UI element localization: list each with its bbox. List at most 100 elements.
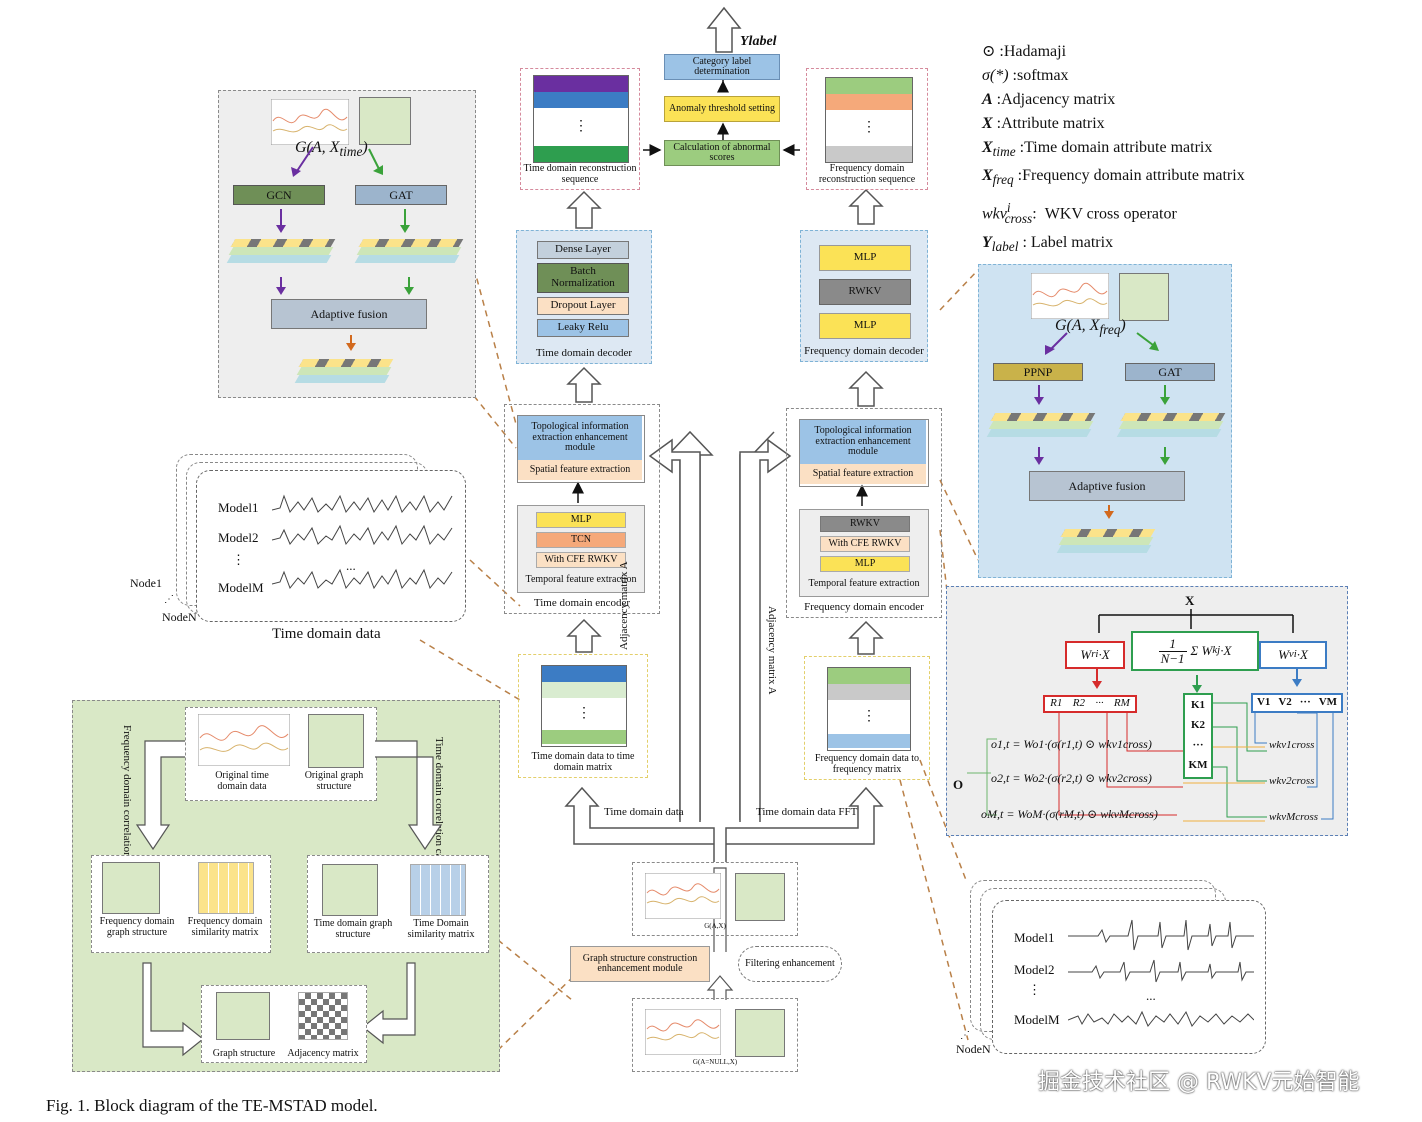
output-graph-thumb bbox=[216, 992, 270, 1040]
freq-spatial-signal bbox=[1031, 273, 1109, 319]
time-spatial-graph bbox=[359, 97, 411, 145]
freq-temporal-box: RWKV With CFE RWKV MLP Temporal feature … bbox=[799, 509, 929, 597]
anomaly-threshold-text: Anomaly threshold setting bbox=[668, 102, 776, 114]
freq-input-label: Frequency domain data to frequency matri… bbox=[814, 753, 920, 775]
freq-topo-module: Topological information extraction enhan… bbox=[800, 420, 926, 464]
gax-graph-thumb bbox=[735, 873, 785, 921]
legend-hadamard: ⊙ :Hadamaji bbox=[982, 40, 1302, 64]
time-model-m: ModelM bbox=[218, 580, 264, 595]
freq-temporal-label: Temporal feature extraction bbox=[808, 578, 920, 589]
time-decoder-label: Time domain decoder bbox=[535, 347, 633, 359]
adjacency-label-right: Adjacency matrix A bbox=[766, 606, 778, 695]
freq-data-arrow-label: Time domain data FFT bbox=[756, 806, 858, 818]
legend-symbol: ⊙ bbox=[982, 43, 996, 60]
original-time-label: Original time domain data bbox=[215, 770, 269, 792]
time-encoder-label: Time domain encoder bbox=[533, 597, 631, 609]
legend-softmax: σ(*) :softmax bbox=[982, 64, 1302, 88]
freq-spatial-graph bbox=[1119, 273, 1169, 321]
freq-node-n: NodeN bbox=[956, 1042, 991, 1056]
time-model-2: Model2 bbox=[218, 530, 259, 545]
legend-time-attr: Xtime :Time domain attribute matrix bbox=[982, 139, 1213, 160]
time-domain-data-panel: Model1 Model2 ⋮ ModelM ... Node1 ⋰ NodeN… bbox=[130, 454, 466, 650]
legend-symbol: A bbox=[982, 91, 993, 108]
v-item: ··· bbox=[1299, 696, 1311, 709]
time-enc-mlp: MLP bbox=[536, 512, 626, 528]
freq-node-dots: ⋰ bbox=[960, 1030, 970, 1041]
ppnp-box: PPNP bbox=[993, 363, 1083, 381]
legend-symbol: X bbox=[982, 115, 993, 132]
legend-text: :Time domain attribute matrix bbox=[1019, 139, 1213, 156]
r-item: RM bbox=[1113, 697, 1130, 710]
freq-dec-rwkv: RWKV bbox=[819, 279, 911, 305]
wkv-item-1: wkv1cross bbox=[1269, 739, 1315, 751]
output-eq-m: oM,t = WoM·(σ(rM,t) ⊙ wkvMcross) bbox=[981, 807, 1158, 821]
freq-sim-label: Frequency domain similarity matrix bbox=[187, 916, 263, 938]
output-adj-label: Adjacency matrix bbox=[287, 1048, 359, 1059]
time-recon-label: Time domain reconstruction sequence bbox=[523, 163, 637, 185]
original-graph-label: Original graph structure bbox=[304, 770, 364, 792]
freq-spatial-arrows bbox=[1034, 332, 1170, 519]
time-enc-cfe-rwkv: With CFE RWKV bbox=[536, 552, 626, 568]
adjacency-label-left: Adjacency matrix A bbox=[618, 561, 630, 650]
time-adaptive-fusion: Adaptive fusion bbox=[271, 299, 427, 329]
ganull-signal-thumb bbox=[645, 1009, 721, 1055]
ganull-panel: G(A=NULL,X) bbox=[632, 998, 798, 1072]
output-graph-label: Graph structure bbox=[212, 1048, 276, 1059]
time-graph-thumb bbox=[322, 864, 378, 916]
k-item: KM bbox=[1188, 759, 1208, 771]
gax-panel: G(A,X) bbox=[632, 862, 798, 936]
time-sim-label: Time Domain similarity matrix bbox=[407, 918, 475, 940]
freq-encoder-label: Frequency domain encoder bbox=[804, 601, 924, 613]
figure-caption: Fig. 1. Block diagram of the TE-MSTAD mo… bbox=[46, 1096, 378, 1115]
hollow-arrow-time-2 bbox=[566, 366, 602, 403]
output-eq-2: o2,t = Wo2·(σ(r2,t) ⊙ wkv2cross) bbox=[991, 771, 1152, 785]
dense-layer: Dense Layer bbox=[537, 241, 629, 259]
freq-graph-label: Frequency domain graph structure bbox=[99, 916, 175, 938]
graph-construction-arrows bbox=[135, 740, 443, 1057]
freq-decoder-label: Frequency domain decoder bbox=[804, 345, 924, 357]
time-input-matrix: ⋮ bbox=[541, 665, 627, 747]
freq-dec-mlp-2: MLP bbox=[819, 313, 911, 339]
legend-text: WKV cross operator bbox=[1044, 205, 1177, 223]
hollow-arrow-freq-1 bbox=[848, 188, 884, 225]
graph-construction-module: Graph structure construction enhancement… bbox=[570, 946, 710, 982]
time-topo-box: Topological information extraction enhan… bbox=[517, 415, 645, 483]
freq-model-m: ModelM bbox=[1014, 1012, 1060, 1027]
legend-text: :Frequency domain attribute matrix bbox=[1017, 167, 1245, 185]
r-item: ··· bbox=[1095, 697, 1104, 710]
time-graph-label: Time domain graph structure bbox=[313, 918, 393, 940]
leaky-relu-layer: Leaky Relu bbox=[537, 319, 629, 337]
abnormal-scores-text: Calculation of abnormal scores bbox=[673, 141, 771, 163]
legend-text: :Hadamaji bbox=[999, 43, 1067, 60]
legend-label: Ylabel : Label matrix bbox=[982, 233, 1114, 255]
time-sim-thumb bbox=[410, 864, 466, 916]
freq-reconstruction-panel: ⋮ Frequency domain reconstruction sequen… bbox=[806, 68, 928, 190]
time-node-dots: ⋰ bbox=[164, 594, 174, 605]
time-graph-box: Time domain graph structure Time Domain … bbox=[307, 855, 489, 953]
freq-model-2: Model2 bbox=[1014, 962, 1055, 977]
freq-dec-mlp-1: MLP bbox=[819, 245, 911, 271]
graph-construction-panel: Original time domain data Original graph… bbox=[72, 700, 500, 1072]
v-item: VM bbox=[1318, 696, 1338, 709]
time-input-label: Time domain data to time domain matrix bbox=[531, 751, 635, 773]
freq-enc-cfe-rwkv: With CFE RWKV bbox=[820, 536, 910, 552]
ylabel-text: Ylabel bbox=[740, 34, 777, 49]
freq-model-dots: ⋮ bbox=[1028, 982, 1041, 997]
time-graph-label: G(A, Xtime) bbox=[295, 139, 368, 160]
freq-enc-rwkv: RWKV bbox=[820, 516, 910, 532]
time-spatial-arrows bbox=[276, 146, 414, 351]
time-waveforms bbox=[272, 494, 453, 590]
gax-signal-thumb bbox=[645, 873, 721, 919]
gax-label: G(A,X) bbox=[704, 922, 726, 930]
time-spatial-signal bbox=[271, 99, 349, 145]
freq-graph-thumb bbox=[102, 862, 160, 914]
k-item: K1 bbox=[1190, 699, 1206, 711]
dropout-layer: Dropout Layer bbox=[537, 297, 629, 315]
freq-waveforms bbox=[1068, 919, 1254, 1027]
